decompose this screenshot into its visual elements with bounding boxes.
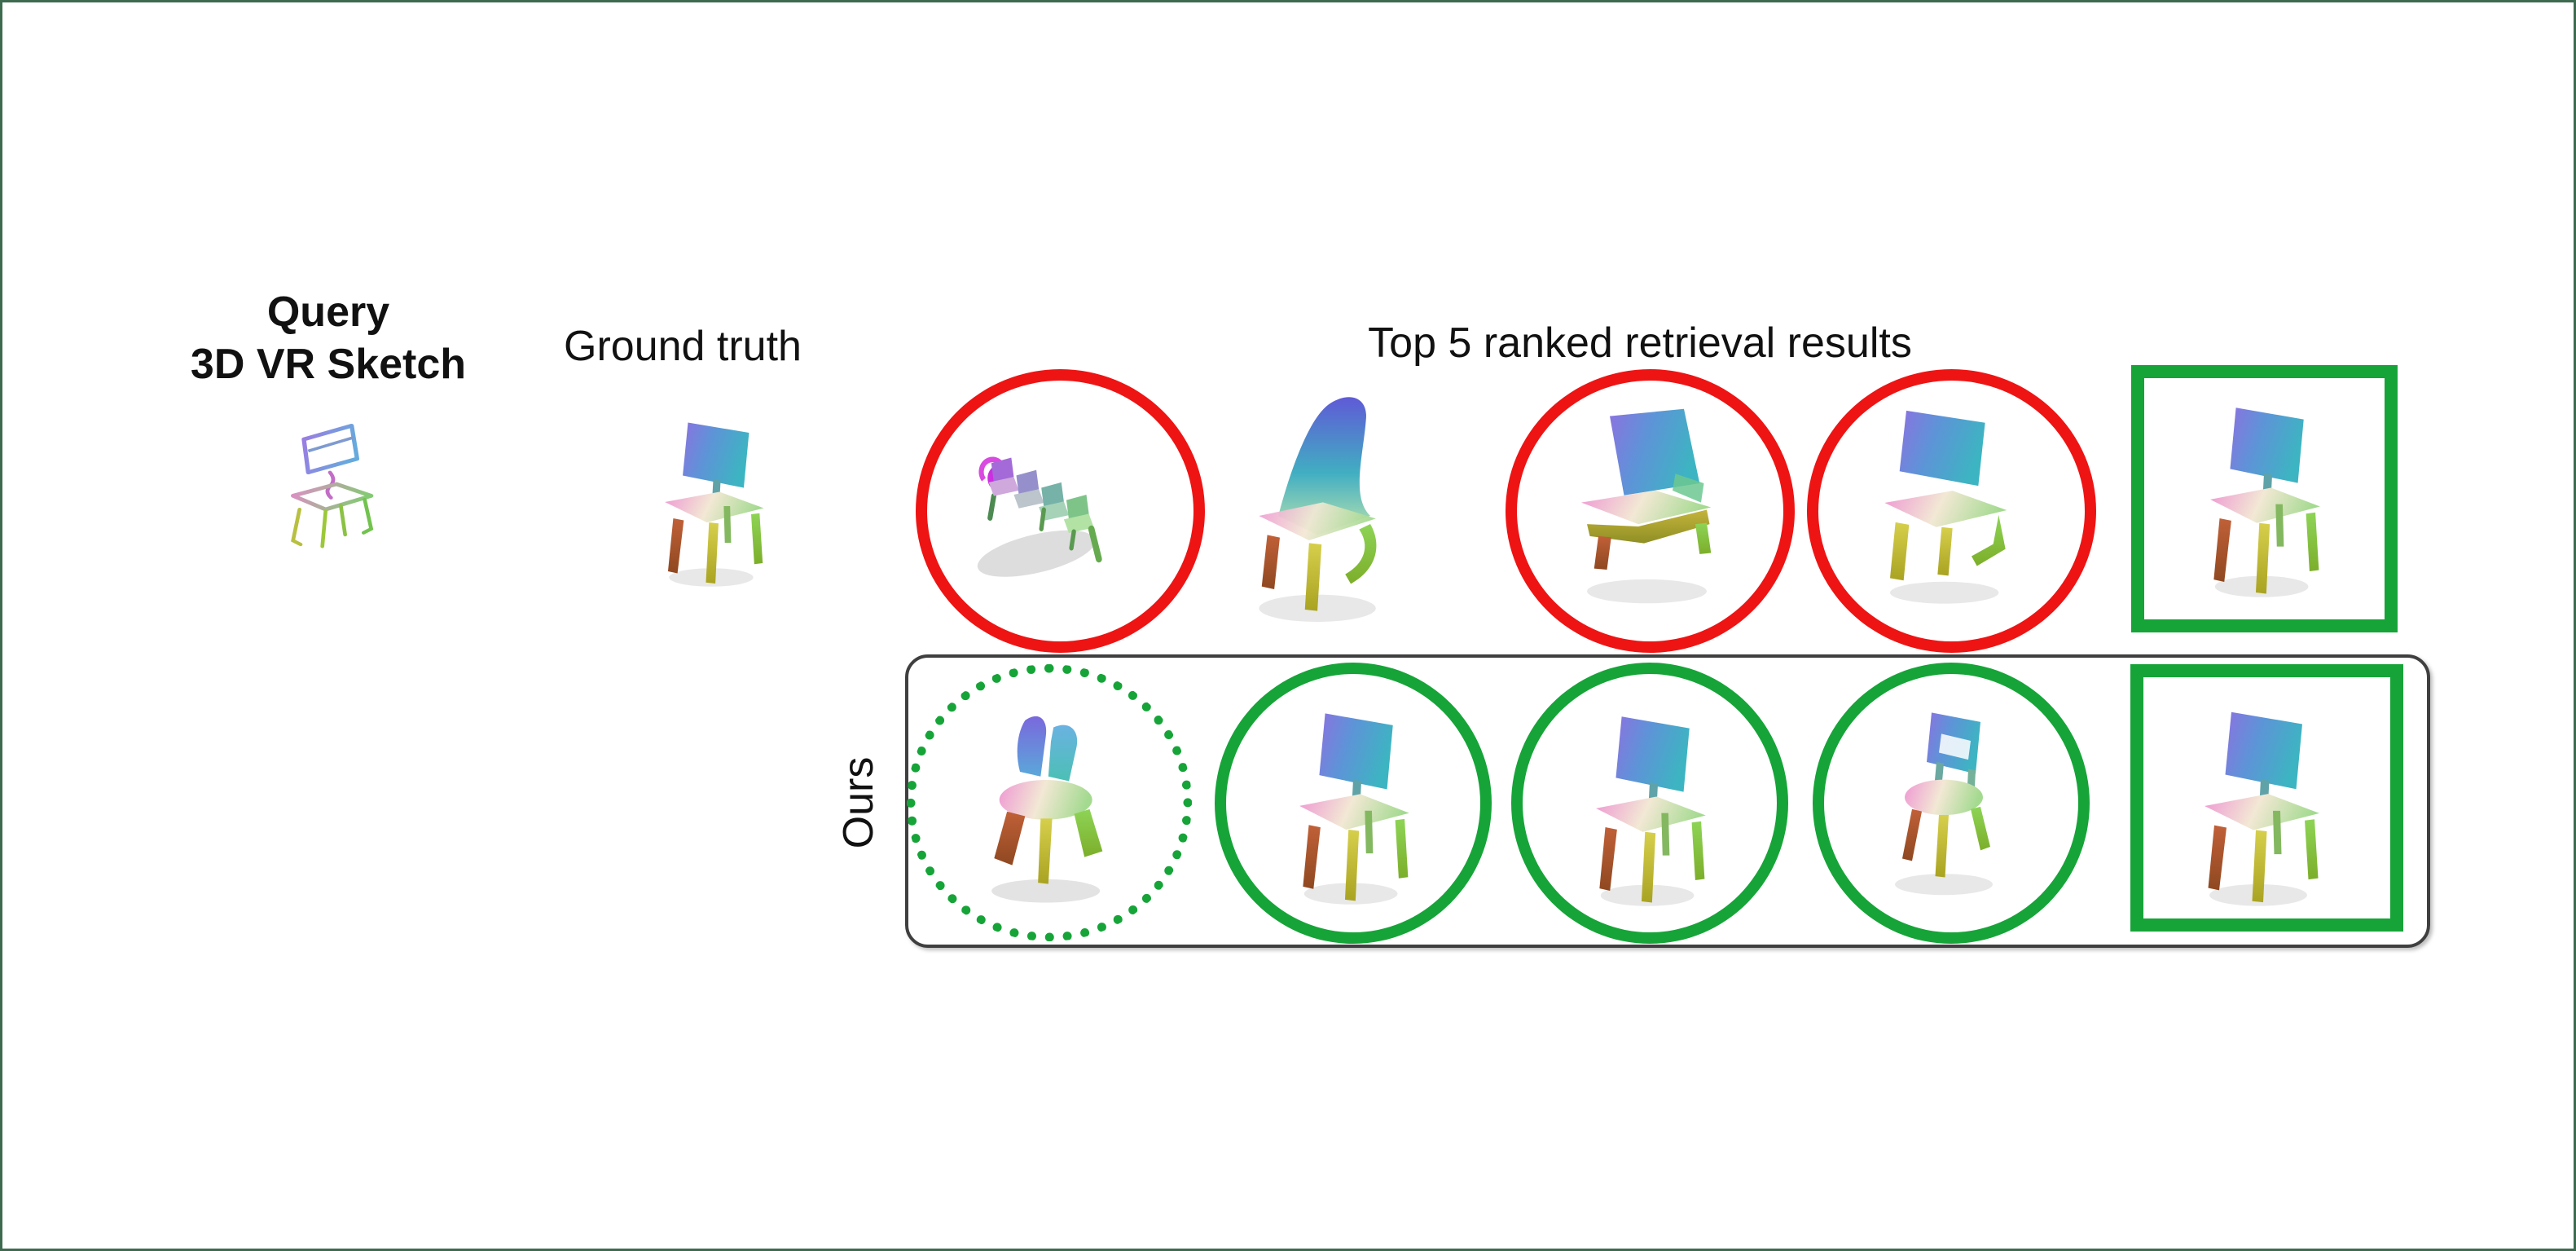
query-sketch-image (271, 414, 402, 589)
ours-result-1-image (974, 702, 1128, 912)
ours-result-1-marker (907, 664, 1192, 941)
ours-result-5-image (2187, 695, 2334, 912)
baseline-result-3-image (1564, 399, 1735, 615)
query-label-line2: 3D VR Sketch (190, 341, 467, 388)
ours-result-3-image (1580, 700, 1720, 912)
baseline-result-2-image (1237, 385, 1404, 630)
query-label-line1: Query (266, 289, 390, 336)
ours-result-5-marker (2130, 664, 2403, 932)
query-label: Query 3D VR Sketch (191, 286, 466, 390)
baseline-result-5-image (2194, 391, 2334, 603)
ours-result-4-image (1878, 698, 2024, 910)
ground-truth-label: Ground truth (564, 323, 802, 370)
ours-result-2-image (1283, 697, 1423, 910)
ours-row-label: Ours (835, 756, 882, 849)
results-header: Top 5 ranked retrieval results (1368, 319, 1912, 367)
ground-truth-image (650, 408, 776, 592)
baseline-result-1-image (964, 438, 1139, 589)
baseline-result-5-marker (2131, 365, 2398, 632)
baseline-result-4-image (1866, 396, 2029, 614)
